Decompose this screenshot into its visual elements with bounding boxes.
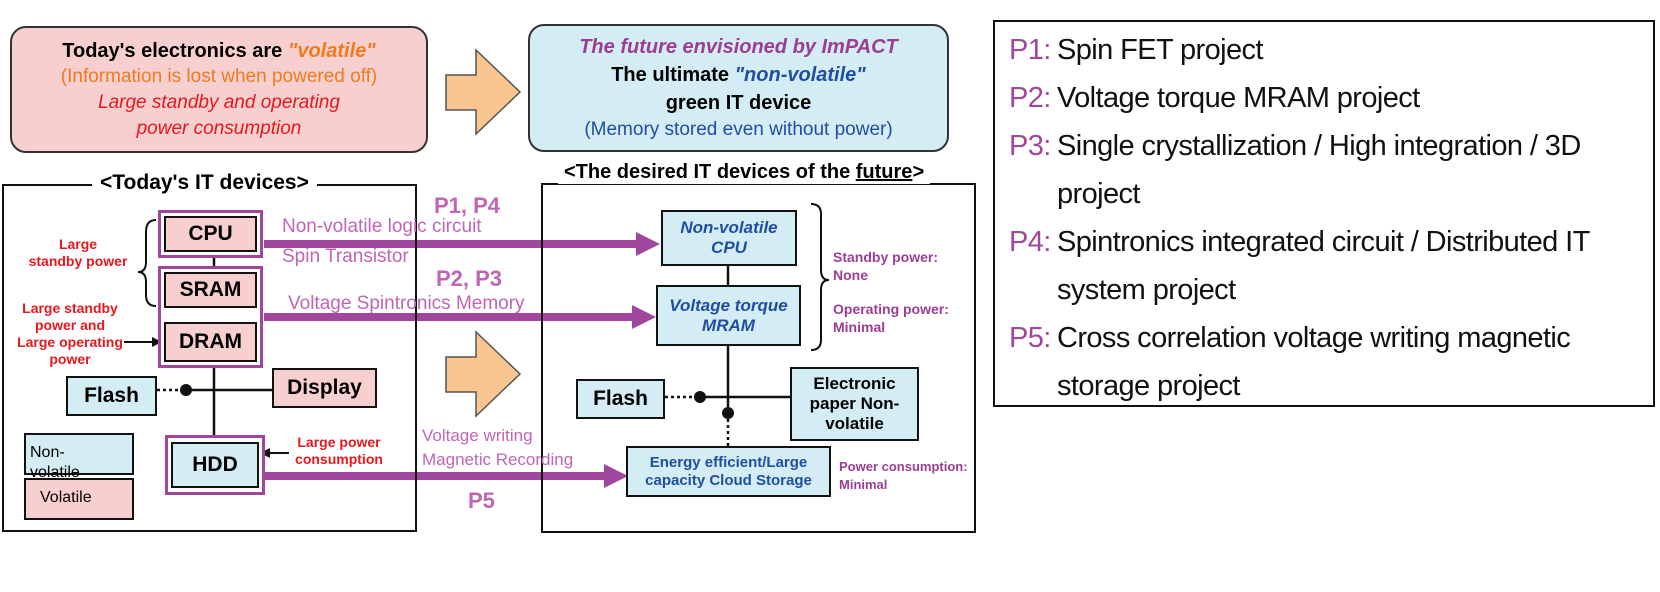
legend-text-p3: Single crystallization / High integratio…	[1057, 122, 1643, 218]
legend-key-p3: P3:	[1009, 130, 1051, 162]
p2-p3-label: P2, P3	[436, 266, 503, 291]
todays-electronics-box: Today's electronics are "volatile" (Info…	[10, 26, 428, 153]
legend-item-p4: P4: Spintronics integrated circuit / Dis…	[1009, 218, 1643, 314]
vt-mram-l1: Voltage torque	[669, 295, 788, 315]
legend-p4-l2: system project	[1057, 274, 1236, 306]
ultimate-prefix: The ultimate	[611, 64, 735, 86]
power-consumption-label: Power consumption: Minimal	[839, 458, 968, 494]
large-power-label: Large power consumption	[284, 434, 394, 468]
heading-prefix: Today's electronics are	[62, 39, 288, 62]
legend-text-p5: Cross correlation voltage writing magnet…	[1057, 314, 1643, 410]
legend-p5-l2: storage project	[1057, 370, 1240, 402]
nonvolatile-key	[24, 433, 134, 475]
lso-l2: power and	[34, 317, 105, 333]
nv-cpu-box: Non-volatile CPU	[661, 210, 797, 266]
lso-l1: Large standby	[22, 300, 118, 316]
legend-item-p3: P3: Single crystallization / High integr…	[1009, 122, 1643, 218]
dram-box: DRAM	[164, 322, 257, 362]
legend-p5-l1: Cross correlation voltage writing magnet…	[1057, 322, 1571, 354]
todays-devices-title: <Today's IT devices>	[92, 171, 317, 195]
vt-mram-box: Voltage torque MRAM	[656, 285, 801, 346]
voltage-writing-label: Voltage writing	[422, 426, 533, 445]
standby-l1: Standby power:	[833, 249, 939, 265]
volatile-word: "volatile"	[287, 39, 376, 62]
epaper-l1: Electronic	[813, 374, 896, 393]
project-legend: P1: Spin FET project P2: Voltage torque …	[993, 20, 1655, 407]
operating-power-label: Operating power: Minimal	[833, 300, 949, 336]
large-consumption-line1: Large standby and operating	[98, 91, 340, 113]
p1-p4-label: P1, P4	[434, 193, 501, 218]
ultimate-line: The ultimate "non-volatile"	[611, 61, 866, 89]
large-power-l1: Large power	[297, 434, 381, 450]
future-devices-panel	[541, 183, 976, 533]
top-arrow	[445, 48, 522, 136]
nv-logic-label: Non-volatile logic circuit	[282, 216, 482, 237]
legend-text-p1: Spin FET project	[1057, 26, 1643, 74]
p5-label: P5	[468, 488, 495, 513]
pc-l1: Power consumption:	[839, 459, 968, 474]
large-consumption-line2: power consumption	[136, 117, 302, 139]
cloud-l2: capacity Cloud Storage	[645, 471, 812, 489]
legend-p2-l1: Voltage torque MRAM project	[1057, 82, 1420, 114]
legend-item-p1: P1: Spin FET project	[1009, 26, 1643, 74]
future-box: The future envisioned by ImPACT The ulti…	[528, 24, 949, 152]
sram-box: SRAM	[164, 272, 257, 308]
display-box: Display	[272, 368, 377, 408]
legend-text-p2: Voltage torque MRAM project	[1057, 74, 1643, 122]
green-it-line: green IT device	[665, 92, 812, 114]
large-standby-label: Large standby power	[18, 236, 138, 270]
vt-mram-l2: MRAM	[702, 315, 755, 335]
epaper-l2: paper Non-	[809, 394, 900, 413]
magnetic-recording-label: Magnetic Recording	[422, 450, 574, 469]
nv-cpu-l2: CPU	[711, 238, 747, 257]
legend-p4-l1: Spintronics integrated circuit / Distrib…	[1057, 226, 1590, 258]
nonvolatile-word: "non-volatile"	[734, 64, 866, 86]
lso-l4: power	[49, 351, 91, 367]
spin-transistor-label: Spin Transistor	[282, 246, 409, 267]
future-title-suffix: >	[912, 161, 925, 183]
hdd-box: HDD	[171, 442, 259, 488]
epaper-l3: volatile	[825, 414, 884, 433]
future-title-prefix: <The desired IT devices of the	[564, 161, 856, 183]
memory-stored-line: (Memory stored even without power)	[584, 119, 893, 140]
large-standby-l1: Large	[58, 236, 98, 252]
legend-p3-l2: project	[1057, 178, 1140, 210]
legend-key-p4: P4:	[1009, 226, 1051, 258]
standby-power-label: Standby power: None	[833, 248, 938, 284]
info-lost-text: (Information is lost when powered off)	[60, 65, 378, 87]
operating-l2: Minimal	[833, 319, 886, 335]
operating-l1: Operating power:	[833, 301, 949, 317]
large-standby-operating-label: Large standby power and Large operating …	[6, 300, 134, 368]
pc-l2: Minimal	[839, 477, 888, 492]
future-title-word: future	[855, 161, 913, 183]
flash-box: Flash	[66, 376, 157, 416]
future-heading: The future envisioned by ImPACT	[579, 36, 898, 58]
legend-key-p2: P2:	[1009, 82, 1051, 114]
nonvolatile-key-label: Non-volatile	[30, 444, 80, 481]
legend-key-p5: P5:	[1009, 322, 1051, 354]
legend-p3-l1: Single crystallization / High integratio…	[1057, 130, 1581, 162]
legend-text-p4: Spintronics integrated circuit / Distrib…	[1057, 218, 1643, 314]
large-power-l2: consumption	[295, 451, 383, 467]
todays-electronics-heading: Today's electronics are "volatile"	[62, 38, 376, 64]
volatile-key	[24, 478, 134, 520]
legend-key-p1: P1:	[1009, 34, 1051, 66]
lso-l3: Large operating	[17, 334, 123, 350]
large-standby-l2: standby power	[28, 253, 128, 269]
cloud-storage-box: Energy efficient/Large capacity Cloud St…	[626, 446, 831, 497]
nv-cpu-l1: Non-volatile	[680, 218, 778, 237]
standby-l2: None	[833, 267, 868, 283]
vsm-label: Voltage Spintronics Memory	[288, 293, 525, 314]
epaper-box: Electronic paper Non- volatile	[790, 367, 919, 441]
volatile-key-label: Volatile	[40, 489, 92, 506]
legend-item-p5: P5: Cross correlation voltage writing ma…	[1009, 314, 1643, 410]
future-flash-box: Flash	[576, 379, 665, 419]
cloud-l1: Energy efficient/Large	[649, 453, 808, 471]
future-devices-title: <The desired IT devices of the future>	[558, 161, 931, 184]
legend-item-p2: P2: Voltage torque MRAM project	[1009, 74, 1643, 122]
middle-arrow	[445, 330, 522, 418]
cpu-box: CPU	[164, 216, 257, 252]
legend-p1-l1: Spin FET project	[1057, 34, 1263, 66]
